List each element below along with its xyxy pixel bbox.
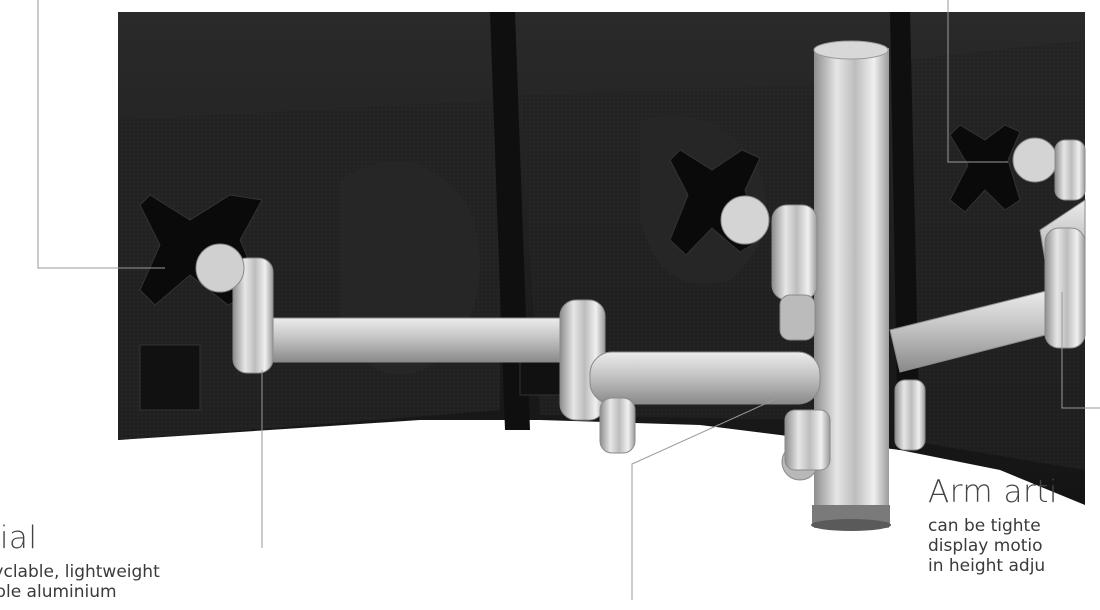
caption-material: erial recyclable, lightweight urable alu… <box>0 520 160 602</box>
caption-material-line: urable aluminium <box>0 582 117 602</box>
caption-arm-line: display motio <box>928 536 1043 556</box>
caption-material-line: recyclable, lightweight <box>0 562 160 582</box>
leader-lines <box>37 0 1100 600</box>
caption-arm-title: Arm arti <box>928 474 1058 510</box>
caption-arm-line: in height adju <box>928 556 1046 576</box>
caption-material-body: recyclable, lightweight urable aluminium <box>0 562 160 602</box>
caption-arm-body: can be tighte display motio in height ad… <box>928 516 1058 576</box>
caption-arm-line: can be tighte <box>928 516 1041 536</box>
right-arm <box>889 137 1086 451</box>
caption-arm-articulation: Arm arti can be tighte display motio in … <box>928 474 1058 576</box>
left-arm <box>195 243 821 454</box>
center-arm <box>720 195 831 481</box>
caption-material-title: erial <box>0 520 38 556</box>
